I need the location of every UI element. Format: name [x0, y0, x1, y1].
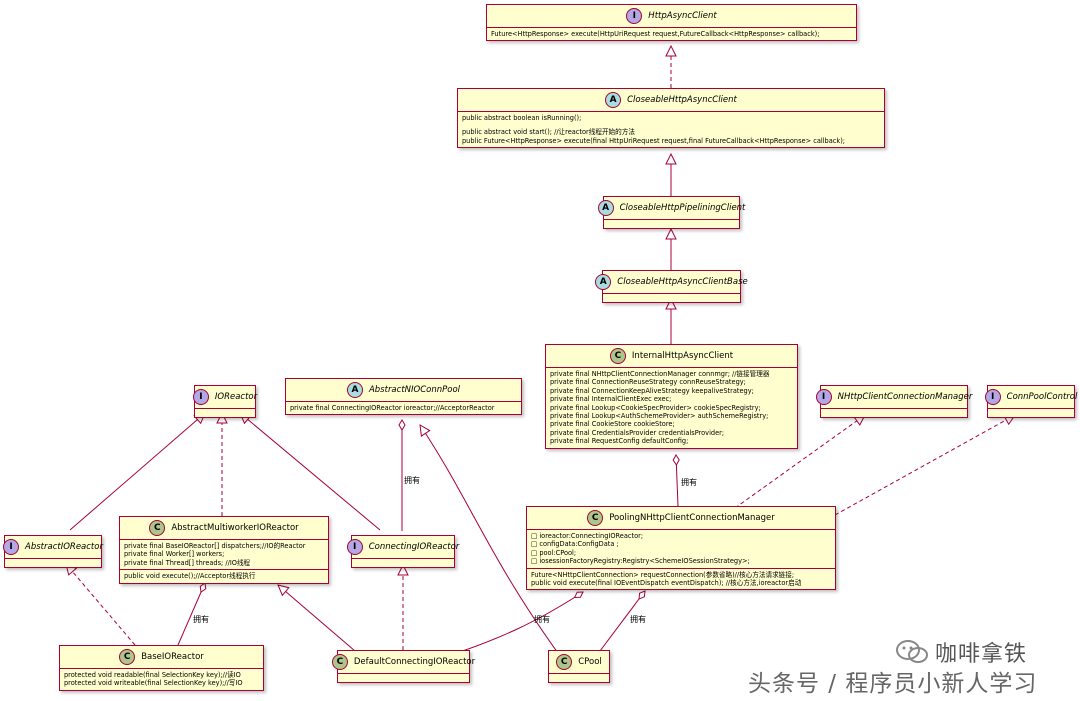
interface-icon: I [626, 8, 643, 24]
closeablehttppipeliningclient-box: A CloseableHttpPipeliningClient [597, 196, 745, 229]
field-line: private final ConnectionReuseStrategy co… [550, 378, 746, 387]
closeablehttpasyncclientbase-box: A CloseableHttpAsyncClientBase [595, 270, 748, 303]
edge-abstractio-to-ioreactor [69, 413, 205, 531]
connpoolcontrol-box: I ConnPoolControl [984, 385, 1078, 418]
edge-baseio-to-abstractio [66, 564, 136, 646]
field-line: private final Lookup<AuthSchemeProvider>… [550, 412, 769, 421]
field-line: private final BaseIOReactor[] dispatcher… [124, 542, 306, 550]
httpasyncclient-box: I HttpAsyncClient Future<HttpResponse> ex… [486, 4, 857, 42]
field-line: □ pool:CPool; [531, 548, 577, 557]
class-icon: C [331, 654, 348, 670]
field-line: □ iosessionFactoryRegistry:Registry<Sche… [531, 557, 750, 566]
abstract-icon: A [597, 200, 614, 216]
edge-multiworker-owns-baseio [177, 582, 207, 646]
field-line: private final RequestConfig defaultConfi… [550, 437, 689, 446]
field-line: private final ConnectionKeepAliveStrateg… [550, 386, 754, 395]
label-owns-internal: 拥有 [681, 478, 697, 487]
connectingioreactor-box: I ConnectingIOReactor [346, 535, 459, 568]
method-line: public abstract void start(); //让reactor… [462, 128, 635, 137]
method-line: protected void readable(final SelectionK… [64, 671, 241, 679]
interface-icon: I [346, 539, 363, 555]
class-name: InternalHttpAsyncClient [631, 351, 734, 361]
field-line: private final InternalClientExec exec; [550, 395, 672, 404]
class-name: AbstractIOReactor [25, 542, 103, 552]
class-name: HttpAsyncClient [648, 11, 717, 21]
abstractioreactor-box: I AbstractIOReactor [3, 535, 103, 568]
nhttpclientconnectionmanager-box: I NHttpClientConnectionManager [815, 385, 972, 418]
watermark-author: 头条号 / 程序员小新人学习 [748, 671, 1038, 697]
class-name: CloseableHttpAsyncClient [627, 95, 737, 105]
defaultconnectingioreactor-box: C DefaultConnectingIOReactor [331, 650, 475, 683]
class-icon: C [556, 654, 573, 670]
class-name: DefaultConnectingIOReactor [353, 657, 476, 667]
abstract-icon: A [346, 382, 363, 398]
edge-pooling-owns-cpool [599, 590, 646, 652]
interface-icon: I [815, 389, 832, 405]
class-name: CloseableHttpPipeliningClient [619, 203, 746, 213]
method-line: Future<NHttpClientConnection> requestCon… [531, 570, 795, 579]
baseioreactor-box: C BaseIOReactor protected void readable(f… [59, 645, 264, 691]
edge-default-to-multiworker [278, 585, 356, 652]
interface-icon: I [984, 389, 1001, 405]
internalhttpasyncclient-box: C InternalHttpAsyncClient private final N… [545, 344, 798, 449]
abstract-icon: A [595, 274, 612, 290]
class-icon: C [587, 510, 604, 526]
cpool-box: C CPool [548, 650, 610, 683]
class-name: CloseableHttpAsyncClientBase [617, 277, 748, 287]
field-line: private final CredentialsProvider creden… [550, 428, 725, 437]
wechat-logo [896, 640, 928, 663]
method-line: public void execute();//Acceptor线程执行 [124, 572, 256, 581]
field-line: private final NHttpClientConnectionManag… [550, 370, 770, 378]
method-line: Future<HttpResponse> execute(HttpUriRequ… [491, 30, 820, 38]
field-line: □ configData:ConfigData ; [531, 540, 619, 549]
watermark-brand: 咖啡拿铁 [895, 636, 1027, 668]
watermark-brand-text: 咖啡拿铁 [935, 642, 1028, 667]
interface-icon: I [3, 539, 20, 555]
field-line: private final Lookup<CookieSpecProvider>… [550, 403, 761, 412]
method-line: public abstract boolean isRunning(); [462, 114, 582, 122]
field-line: □ ioreactor:ConnectingIOReactor; [531, 532, 644, 540]
closeablehttpasyncclient-box: A CloseableHttpAsyncClient public abstrac… [457, 88, 885, 149]
class-icon: C [149, 520, 166, 536]
class-icon: C [609, 348, 626, 364]
field-line: private final ConnectingIOReactor ioreac… [290, 404, 495, 412]
label-owns-multiworker: 拥有 [193, 615, 209, 624]
abstractnioconnpool-box: A AbstractNIOConnPool private final Conne… [285, 378, 522, 416]
poolingnhttpclientconnectionmanager-box: C PoolingNHttpClientConnectionManager □ i… [526, 506, 836, 591]
class-name: IOReactor [214, 392, 258, 402]
label-owns-abstractnio: 拥有 [404, 476, 420, 485]
class-name: BaseIOReactor [141, 652, 204, 662]
class-icon: C [119, 649, 136, 665]
method-line: public Future<HttpResponse> execute(fina… [462, 136, 845, 145]
label-owns-pooling-cpool: 拥有 [630, 615, 646, 624]
label-owns-pooling-default: 拥有 [534, 615, 550, 624]
class-name: ConnPoolControl [1006, 392, 1078, 402]
edge-connecting-to-ioreactor [240, 413, 381, 531]
class-name: AbstractNIOConnPool [368, 385, 461, 395]
edge-cpool-to-abstractnio [420, 425, 564, 661]
method-line: public void execute(final IOEventDispatc… [531, 579, 802, 588]
method-line: protected void writeable(final Selection… [64, 679, 243, 688]
edge-pooling-to-connpool [834, 415, 1015, 516]
class-name: ConnectingIOReactor [368, 542, 460, 552]
abstractmultiworkerioreactor-box: C AbstractMultiworkerIOReactor private fi… [119, 516, 329, 584]
ioreactor-box: I IOReactor [192, 385, 258, 418]
class-name: NHttpClientConnectionManager [837, 392, 973, 402]
field-line: private final Thread[] threads; //IO线程 [124, 558, 251, 567]
class-name: PoolingNHttpClientConnectionManager [609, 513, 775, 523]
field-line: private final Worker[] workers; [124, 550, 225, 559]
edge-internal-owns-pooling [672, 454, 680, 507]
edge-pooling-to-nhttpmgr [734, 415, 865, 509]
interface-icon: I [192, 389, 209, 405]
field-line: private final CookieStore cookieStore; [550, 420, 675, 429]
abstract-icon: A [605, 92, 622, 108]
class-name: AbstractMultiworkerIOReactor [171, 523, 299, 533]
class-name: CPool [578, 657, 602, 667]
